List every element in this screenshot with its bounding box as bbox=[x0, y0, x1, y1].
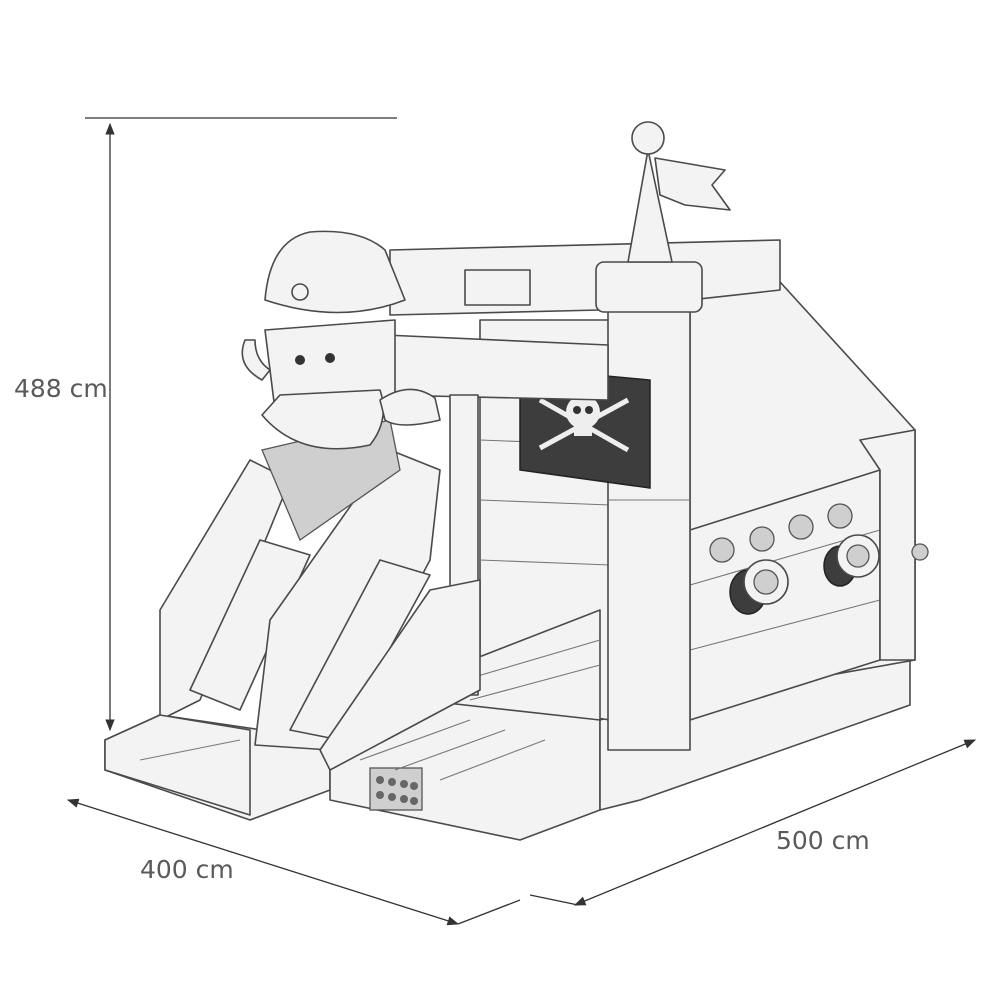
pennant-flag bbox=[654, 157, 731, 211]
height-dimension-line bbox=[85, 117, 397, 732]
width-label: 400 cm bbox=[140, 855, 234, 884]
width-dimension-line bbox=[66, 798, 521, 926]
pirate-figure bbox=[241, 230, 441, 541]
length-label: 500 cm bbox=[776, 826, 870, 855]
portholes bbox=[709, 503, 853, 563]
height-label: 488 cm bbox=[14, 374, 108, 403]
length-dimension-line bbox=[529, 739, 977, 906]
nameplate bbox=[464, 269, 531, 306]
mast-tower bbox=[595, 121, 731, 751]
slides bbox=[104, 449, 481, 816]
cannons bbox=[729, 534, 929, 615]
